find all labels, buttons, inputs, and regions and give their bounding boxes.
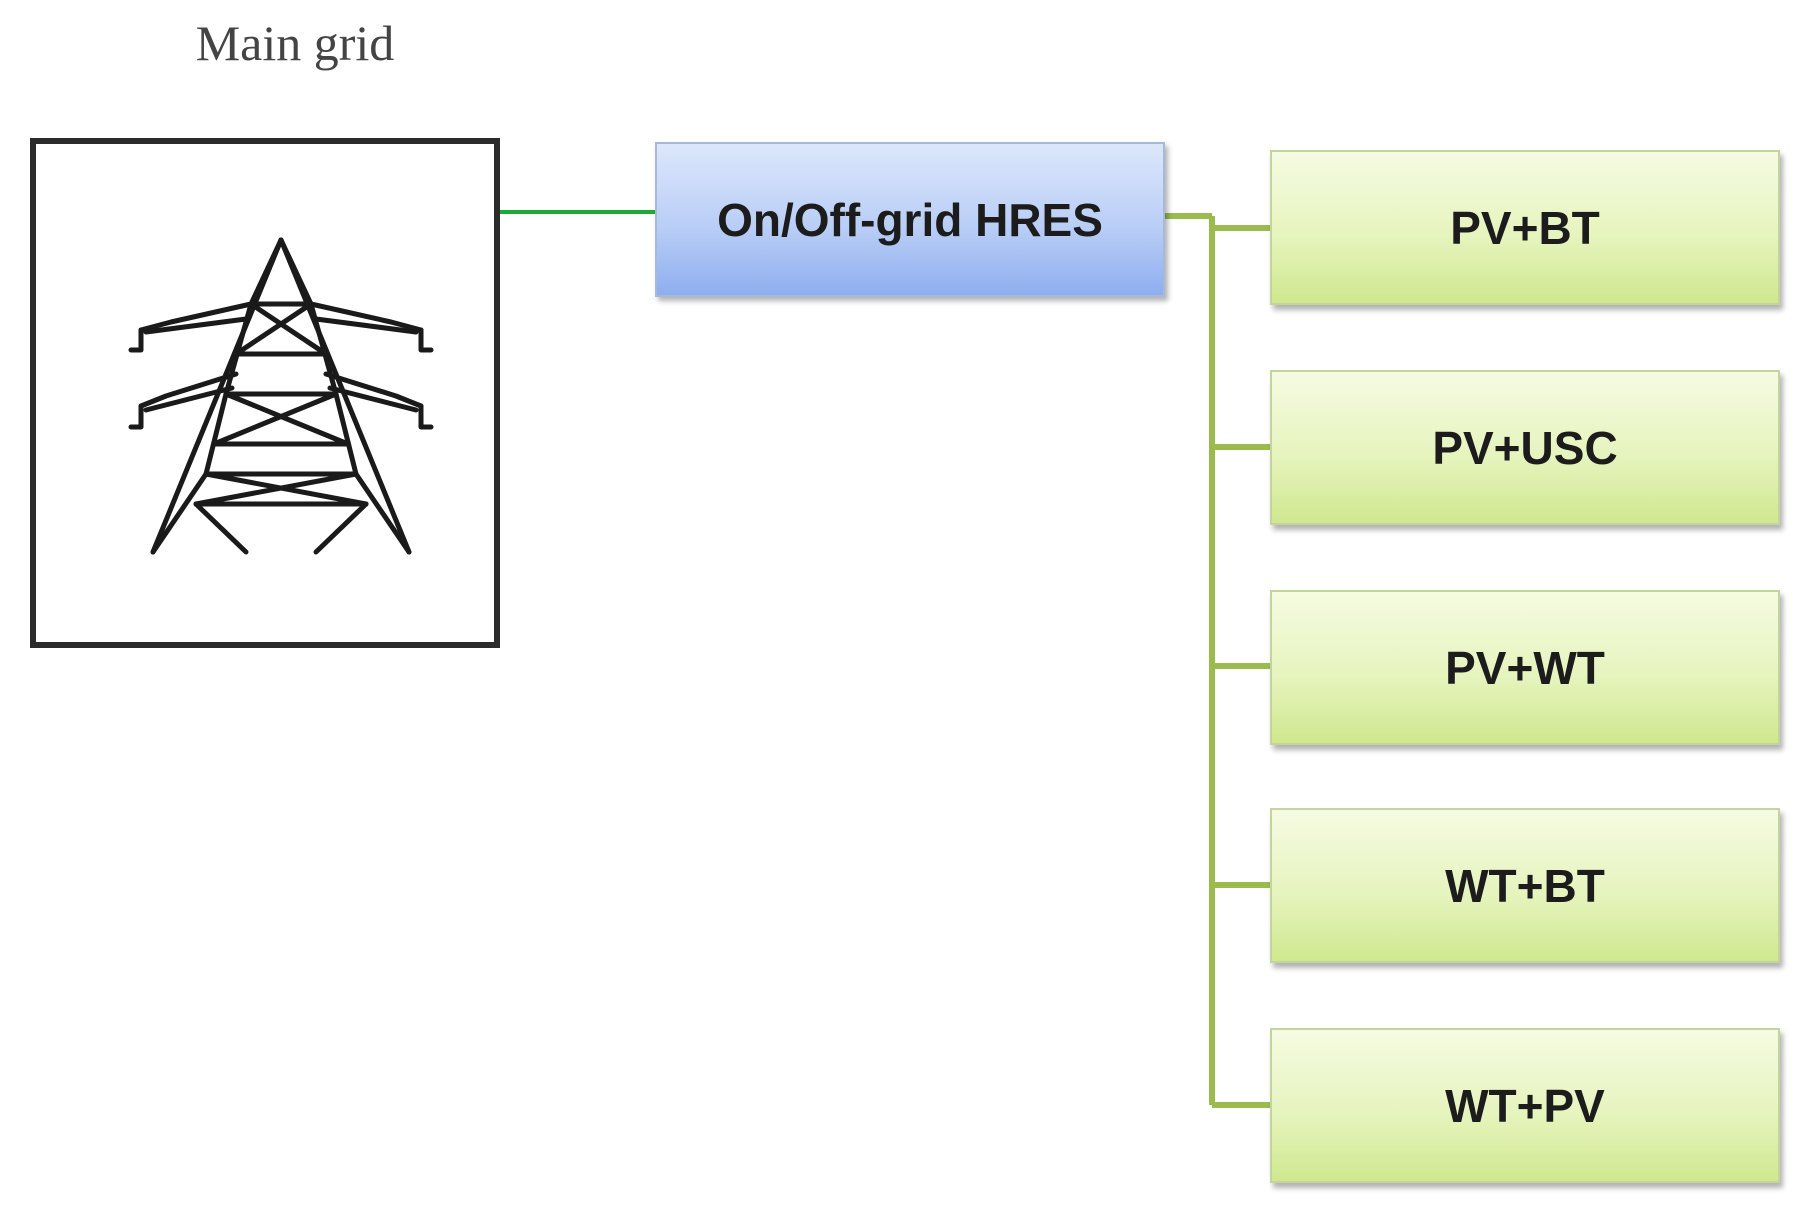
main-grid-box — [30, 138, 500, 648]
option-label: WT+PV — [1445, 1079, 1605, 1132]
hres-label: On/Off-grid HRES — [717, 193, 1103, 246]
option-box-pv-usc: PV+USC — [1270, 370, 1780, 525]
option-label: WT+BT — [1445, 859, 1605, 912]
option-tree-lines — [1165, 213, 1272, 1108]
option-label: PV+BT — [1450, 201, 1600, 254]
option-box-wt-pv: WT+PV — [1270, 1028, 1780, 1183]
hres-box: On/Off-grid HRES — [655, 142, 1165, 297]
option-box-wt-bt: WT+BT — [1270, 808, 1780, 963]
option-label: PV+WT — [1445, 641, 1605, 694]
transmission-tower-icon — [128, 237, 434, 555]
main-grid-title: Main grid — [195, 15, 395, 71]
option-label: PV+USC — [1432, 421, 1618, 474]
option-box-pv-bt: PV+BT — [1270, 150, 1780, 305]
option-box-pv-wt: PV+WT — [1270, 590, 1780, 745]
